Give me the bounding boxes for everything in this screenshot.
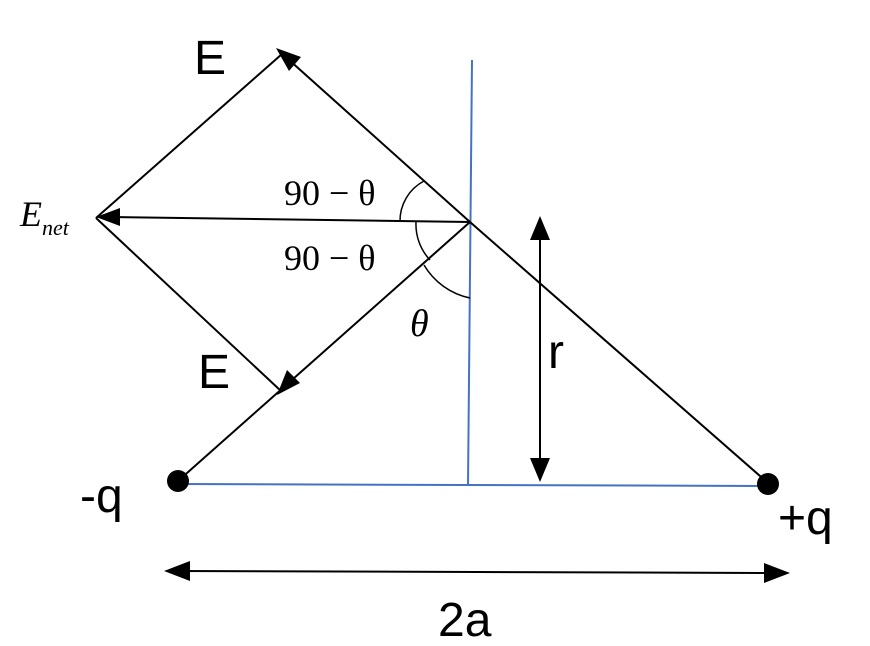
angle-label-upper: 90 − θ [284, 173, 376, 213]
field-vector-bottom-arrowhead [277, 370, 300, 395]
parallelogram-upper-side [95, 53, 283, 219]
field-vector-top-arrowhead [276, 48, 301, 71]
angle-arc-lower [415, 221, 431, 261]
net-field-vector [109, 216, 471, 223]
angle-arc-theta [423, 264, 471, 299]
distance-r-arrowhead-top [530, 216, 550, 240]
line-to-negative-charge [177, 221, 471, 482]
separation-arrowhead-right [764, 563, 790, 583]
charge-label-positive: +q [778, 492, 833, 545]
parallelogram-lower-side [95, 217, 282, 392]
charge-label-negative: -q [80, 470, 123, 523]
net-field-label-sub: net [42, 215, 70, 240]
dipole-axis-line [177, 483, 769, 487]
net-field-label: Enet [19, 194, 70, 240]
field-label-bottom: E [198, 346, 230, 399]
angle-label-lower: 90 − θ [284, 238, 376, 278]
line-to-positive-charge [469, 221, 769, 484]
positive-charge-dot [757, 473, 779, 495]
distance-label: r [548, 326, 564, 379]
separation-2a-arrow [177, 570, 777, 574]
angle-label-theta: θ [410, 303, 429, 345]
angle-arc-upper [399, 180, 425, 223]
field-vector-top [287, 58, 471, 223]
axis-perpendicular-line [467, 59, 473, 487]
field-label-top: E [194, 32, 226, 85]
distance-r-arrowhead-bottom [530, 458, 550, 482]
negative-charge-dot [167, 470, 189, 492]
net-field-arrowhead [96, 208, 120, 226]
separation-label: 2a [438, 594, 492, 646]
separation-arrowhead-left [164, 561, 190, 581]
net-field-label-main: E [19, 194, 42, 234]
